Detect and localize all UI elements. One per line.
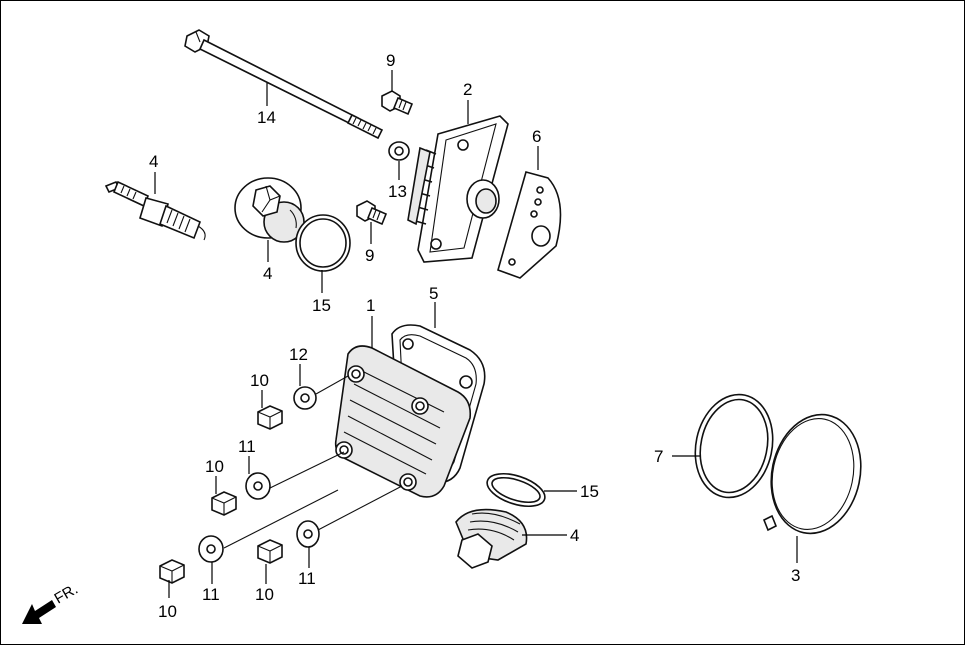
part-o-ring-top (295, 214, 351, 272)
part-small-bolt-lower (356, 200, 388, 226)
callout-7: 7 (654, 447, 663, 466)
callout-4-top: 4 (263, 264, 272, 283)
part-cap-nut-c (159, 559, 185, 584)
part-threaded-plug (455, 508, 528, 569)
callout-6: 6 (532, 127, 541, 146)
callout-10-d: 10 (255, 585, 274, 604)
part-spark-plug (104, 180, 206, 241)
callout-13: 13 (388, 182, 407, 201)
callout-12: 12 (289, 345, 308, 364)
part-head-cover (334, 345, 472, 498)
callout-9-top: 9 (386, 51, 395, 70)
callout-11-a: 11 (238, 437, 256, 456)
callout-10-a: 10 (250, 371, 269, 390)
callout-15-top: 15 (312, 296, 331, 315)
callout-5: 5 (429, 284, 438, 303)
callout-9-lower: 9 (365, 246, 374, 265)
callout-8: 4 (149, 152, 158, 171)
part-gasket-plate (497, 171, 562, 279)
part-washer-13 (388, 141, 410, 161)
front-direction-indicator: FR. (22, 581, 81, 624)
part-oil-cap-top (234, 177, 305, 243)
leader-lines (154, 70, 798, 598)
part-washer-11b (198, 535, 224, 563)
part-finned-cover (407, 115, 509, 263)
part-small-bolt-top (381, 90, 414, 116)
part-washer-11a (245, 472, 271, 500)
assembly-lines (223, 375, 403, 549)
part-stud-bolt (184, 29, 384, 140)
callout-4-lower: 4 (570, 526, 579, 545)
callout-labels: 14 4 4 15 9 13 9 2 6 1 5 12 10 11 10 10 … (149, 51, 800, 621)
part-washer-12 (293, 386, 317, 410)
part-large-o-ring (694, 393, 774, 499)
callout-14: 14 (257, 108, 276, 127)
callout-10-b: 10 (205, 457, 224, 476)
part-cap-nut-b (211, 491, 237, 516)
callout-11-b: 11 (202, 585, 220, 604)
front-arrow-icon (22, 600, 56, 624)
callout-15-lower: 15 (580, 482, 599, 501)
part-round-cover (762, 413, 862, 535)
callout-10-c: 10 (158, 602, 177, 621)
callout-1: 1 (366, 296, 375, 315)
front-label: FR. (52, 581, 81, 608)
callout-3: 3 (791, 566, 800, 585)
part-cap-nut-a (257, 405, 283, 430)
part-o-ring-lower (486, 472, 546, 508)
part-washer-11c (296, 520, 320, 548)
callout-11-c: 11 (298, 569, 316, 588)
callout-2: 2 (463, 80, 472, 99)
part-cap-nut-d (257, 539, 283, 564)
